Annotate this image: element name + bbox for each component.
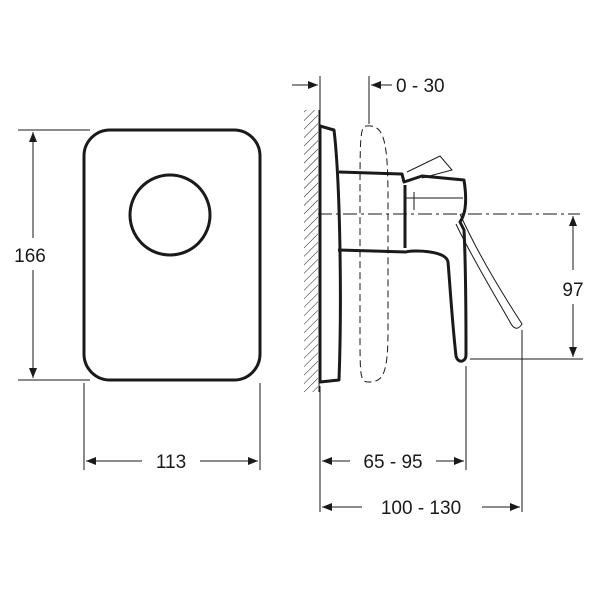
side-plate-profile xyxy=(318,124,342,384)
plate-height-dimension: 166 xyxy=(14,129,90,381)
plate-width-dimension: 113 xyxy=(83,383,261,473)
plate-height-label: 166 xyxy=(14,246,46,267)
lever-height-dimension: 97 xyxy=(470,216,584,360)
dashed-plate-outline xyxy=(359,125,389,383)
cover-plate xyxy=(82,128,262,382)
lever-upper xyxy=(406,155,453,179)
cartridge-opening xyxy=(128,173,212,257)
body-depth-dimension: 65 - 95 xyxy=(319,366,467,512)
adjust-range-label: 0 - 30 xyxy=(396,76,445,97)
body-depth-label: 65 - 95 xyxy=(363,452,422,473)
lever-lower xyxy=(455,213,523,329)
mixer-body xyxy=(337,170,468,363)
total-depth-dimension: 100 - 130 xyxy=(322,330,523,519)
lever-height-label: 97 xyxy=(562,280,583,301)
plate-width-label: 113 xyxy=(156,452,186,473)
wall-hatch xyxy=(304,110,318,392)
total-depth-label: 100 - 130 xyxy=(381,498,461,519)
front-view xyxy=(82,128,262,382)
side-view xyxy=(304,110,580,392)
adjust-range-dimension: 0 - 30 xyxy=(292,76,445,128)
